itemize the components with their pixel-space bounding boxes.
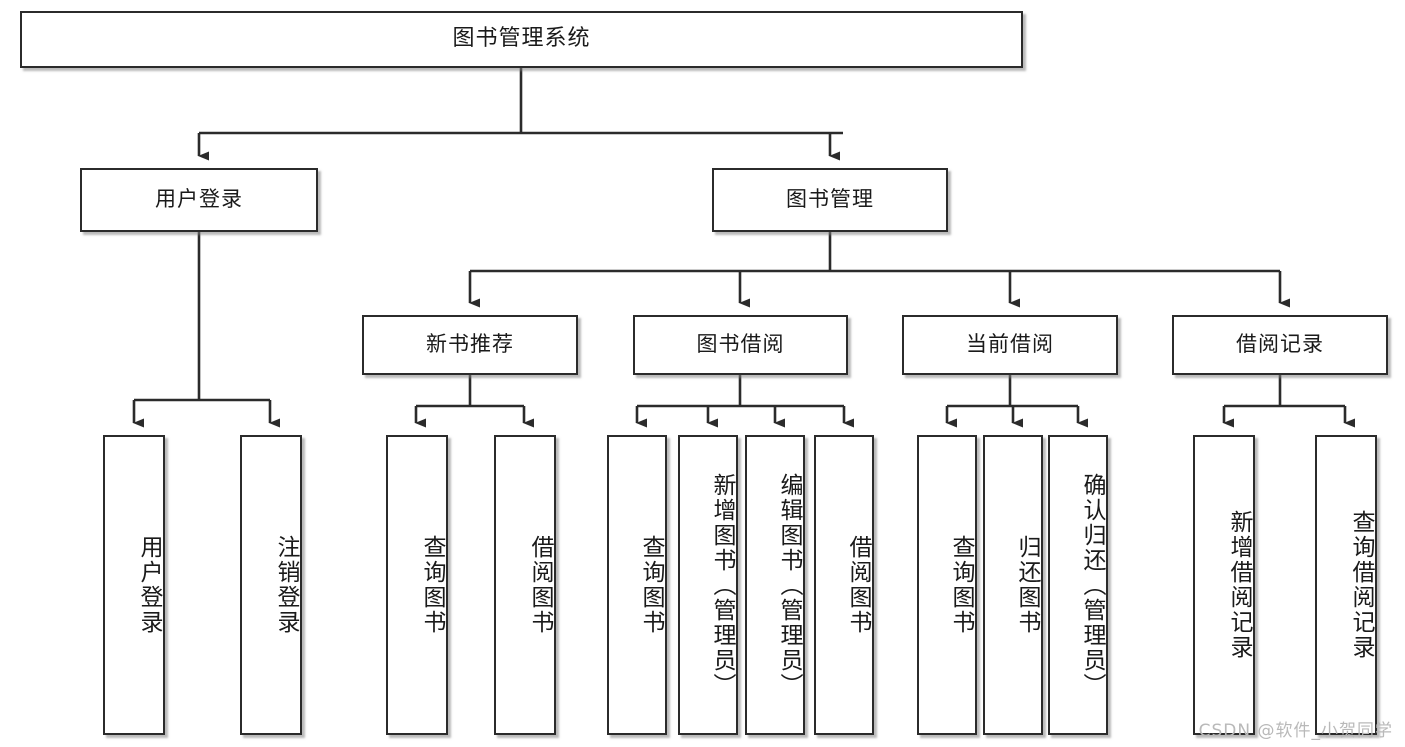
leaf-user-login-logout[interactable]: 注销登录 — [240, 435, 302, 735]
node-label: 查询图书 — [419, 535, 445, 635]
node-label: 图书借阅 — [696, 332, 785, 357]
leaf-new-book-query[interactable]: 查询图书 — [386, 435, 448, 735]
node-label: 查询图书 — [948, 535, 974, 635]
leaf-current-borrow-query[interactable]: 查询图书 — [917, 435, 977, 735]
leaf-book-borrow-add[interactable]: 新增图书（管理员） — [678, 435, 738, 735]
node-label: 借阅图书 — [845, 535, 871, 635]
node-book-borrow[interactable]: 图书借阅 — [633, 315, 848, 375]
node-label: 确认归还（管理员） — [1079, 472, 1105, 698]
node-label: 编辑图书（管理员） — [776, 472, 802, 698]
node-label: 新增借阅记录 — [1226, 510, 1252, 660]
leaf-book-borrow-edit[interactable]: 编辑图书（管理员） — [745, 435, 805, 735]
leaf-book-borrow-query[interactable]: 查询图书 — [607, 435, 667, 735]
leaf-current-borrow-confirm-return[interactable]: 确认归还（管理员） — [1048, 435, 1108, 735]
node-label: 借阅记录 — [1236, 332, 1324, 357]
leaf-new-book-borrow[interactable]: 借阅图书 — [494, 435, 556, 735]
node-label: 新书推荐 — [426, 332, 514, 357]
node-label: 查询借阅记录 — [1348, 510, 1374, 660]
node-label: 图书管理 — [786, 187, 874, 212]
node-label: 新增图书（管理员） — [709, 472, 735, 698]
node-current-borrow[interactable]: 当前借阅 — [902, 315, 1118, 375]
leaf-borrow-record-query[interactable]: 查询借阅记录 — [1315, 435, 1377, 735]
node-label: 借阅图书 — [527, 535, 553, 635]
node-label: 用户登录 — [155, 187, 243, 212]
node-label: 当前借阅 — [966, 332, 1054, 357]
node-label: 图书管理系统 — [452, 26, 591, 52]
node-label: 注销登录 — [273, 535, 299, 635]
csdn-watermark: CSDN @软件_小贺同学 — [1198, 721, 1393, 741]
node-label: 用户登录 — [136, 535, 162, 635]
node-borrow-record[interactable]: 借阅记录 — [1172, 315, 1388, 375]
node-label: 查询图书 — [638, 535, 664, 635]
node-label: 归还图书 — [1014, 535, 1040, 635]
leaf-user-login-login[interactable]: 用户登录 — [103, 435, 165, 735]
node-book-management[interactable]: 图书管理 — [712, 168, 948, 232]
node-root-system[interactable]: 图书管理系统 — [20, 11, 1023, 68]
leaf-borrow-record-add[interactable]: 新增借阅记录 — [1193, 435, 1255, 735]
leaf-book-borrow-borrow[interactable]: 借阅图书 — [814, 435, 874, 735]
leaf-current-borrow-return[interactable]: 归还图书 — [983, 435, 1043, 735]
node-user-login[interactable]: 用户登录 — [80, 168, 318, 232]
node-new-book-recommend[interactable]: 新书推荐 — [362, 315, 578, 375]
